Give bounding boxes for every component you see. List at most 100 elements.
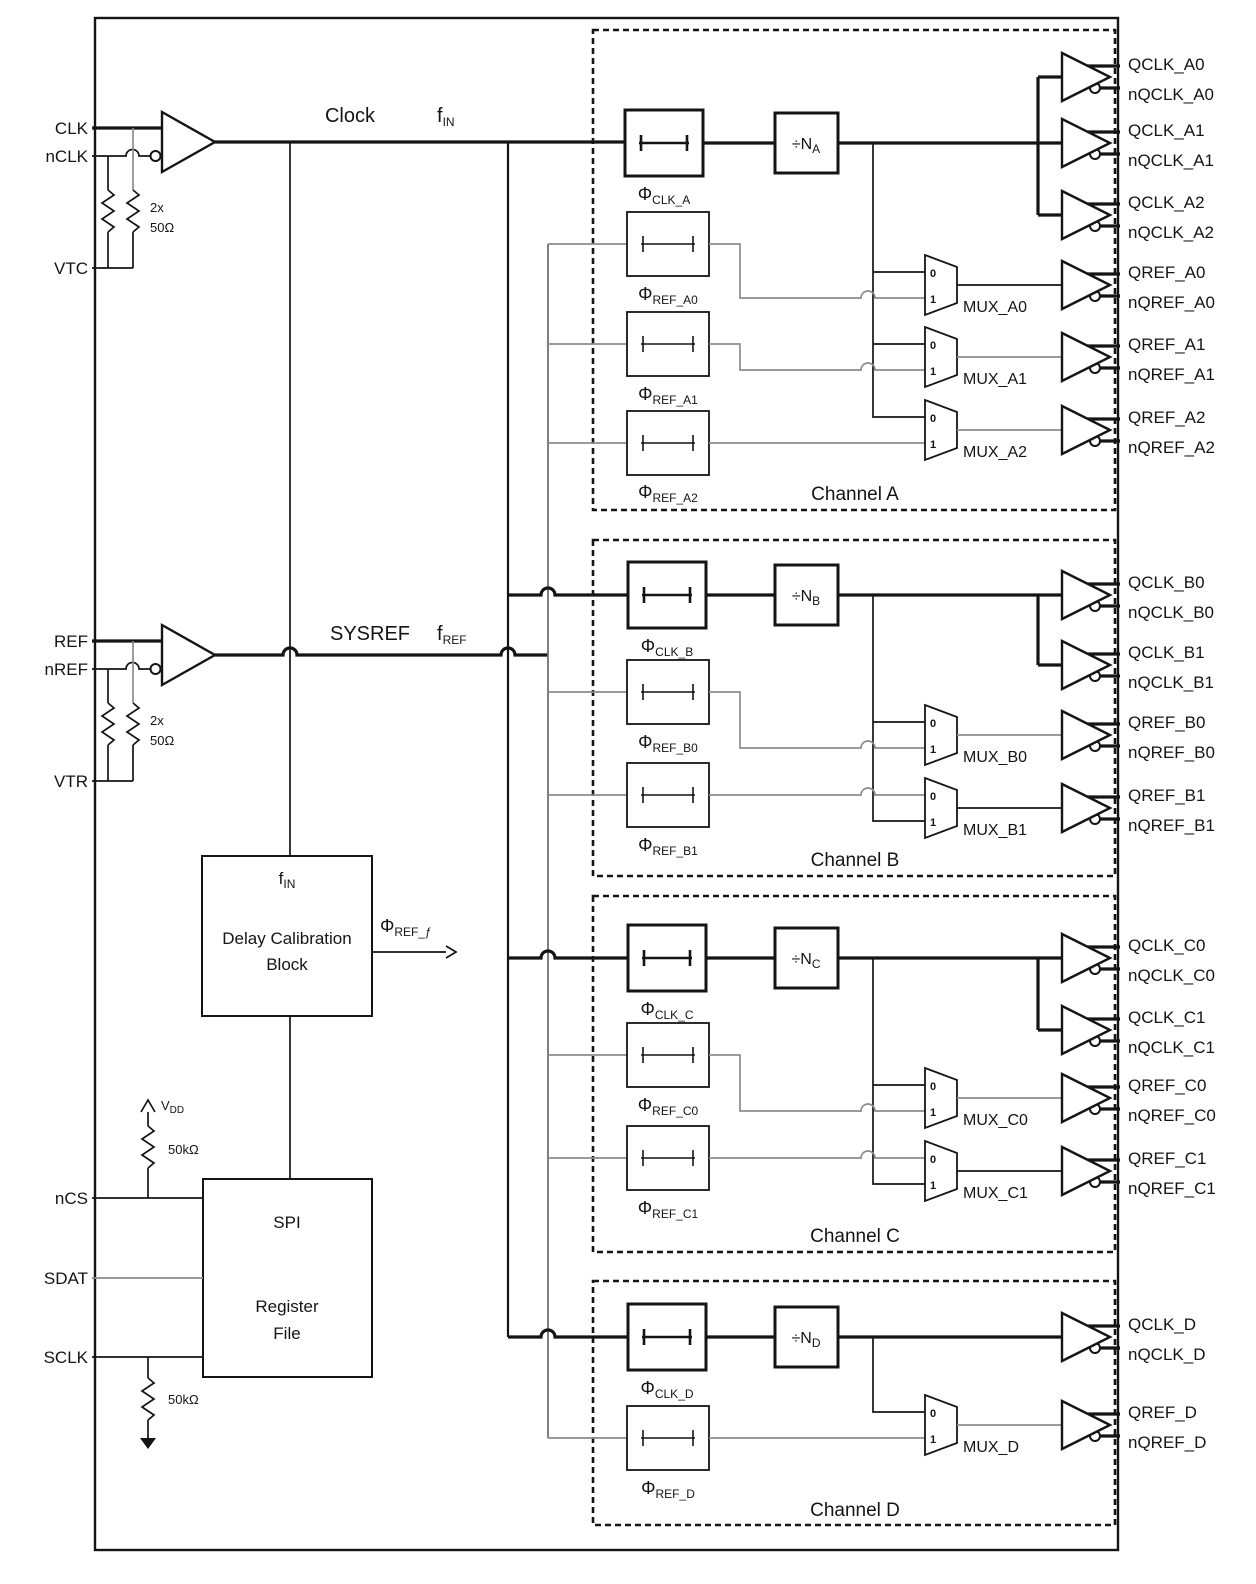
- pin-label-sdat: SDAT: [44, 1269, 88, 1288]
- output-label: nQREF_A2: [1128, 438, 1215, 457]
- output-label: QCLK_B0: [1128, 573, 1205, 592]
- qref-c1-buffer: [1060, 1145, 1120, 1197]
- phi-clk-d-label: ΦCLK_D: [640, 1378, 693, 1401]
- divider-nb-label: ÷NB: [792, 588, 820, 608]
- phi-ref-b1-label: ΦREF_B1: [638, 835, 698, 858]
- divider-nd-label: ÷ND: [791, 1330, 820, 1350]
- pulldown-resistor: [140, 1377, 156, 1421]
- phi-ref-c1-label: ΦREF_C1: [638, 1198, 699, 1221]
- phi-ref-a0-label: ΦREF_A0: [638, 284, 698, 307]
- ground-icon: [140, 1438, 156, 1449]
- qref-a2-buffer: [1060, 404, 1120, 456]
- output-label: nQCLK_A0: [1128, 85, 1214, 104]
- termination-resistor: [100, 189, 116, 233]
- output-label: QCLK_C1: [1128, 1008, 1205, 1027]
- clk-input-section: CLK nCLK VTC 2x 50Ω: [45, 109, 218, 278]
- delay-symbol-icon: [642, 1329, 692, 1345]
- channel-c-title: Channel C: [810, 1226, 900, 1247]
- pin-label-nref: nREF: [45, 660, 88, 679]
- output-label: QREF_A0: [1128, 263, 1205, 282]
- phi-clk-c-label: ΦCLK_C: [640, 999, 693, 1022]
- delay-symbol-icon: [641, 435, 695, 451]
- qclk-a0-buffer: [1060, 51, 1120, 103]
- output-label: QCLK_B1: [1128, 643, 1205, 662]
- pin-label-vtc: VTC: [54, 259, 88, 278]
- clock-distribution: Clock fIN: [215, 105, 625, 1337]
- chip-border: [93, 16, 1120, 1552]
- qclk-c1-buffer: [1060, 1004, 1120, 1056]
- phi-ref-a2-label: ΦREF_A2: [638, 482, 698, 505]
- delay-cal-output-label: ΦREF_ƒ: [380, 916, 432, 939]
- mux-b1: 0 1 MUX_B1: [924, 776, 1027, 840]
- mux-input-1-label: 1: [930, 366, 936, 378]
- channel-c: ΦCLK_C ÷NC ΦREF_C0 ΦREF_C1 0 1 MUX_C0 0 …: [508, 894, 1216, 1254]
- output-label: nQREF_A0: [1128, 293, 1215, 312]
- channel-d: ΦCLK_D ÷ND ΦREF_D 0 1 MUX_D QCLK_D nQCLK…: [508, 1279, 1206, 1527]
- fref-label: fREF: [437, 623, 467, 647]
- qclk-b1-buffer: [1060, 639, 1120, 691]
- termination-resistor: [125, 702, 141, 746]
- mux-input-1-label: 1: [930, 1180, 936, 1192]
- channel-a-title: Channel A: [811, 484, 899, 505]
- delay-symbol-icon: [641, 787, 695, 803]
- output-label: nQCLK_B1: [1128, 673, 1214, 692]
- delay-cal-title-line1: Delay Calibration: [222, 929, 351, 948]
- delay-symbol-icon: [641, 236, 695, 252]
- qref-a1-buffer: [1060, 331, 1120, 383]
- qref-d-buffer: [1060, 1399, 1120, 1451]
- termination-count-label: 2x: [150, 713, 164, 728]
- mux-input-1-label: 1: [930, 1434, 936, 1446]
- divider-na-block: [773, 111, 840, 175]
- channel-b: ΦCLK_B ÷NB ΦREF_B0 ΦREF_B1 0 1 MUX_B0 0 …: [508, 538, 1215, 878]
- output-label: QCLK_D: [1128, 1315, 1196, 1334]
- fin-label: fIN: [437, 105, 455, 129]
- spi-line2: File: [273, 1324, 300, 1343]
- output-label: nQCLK_A1: [1128, 151, 1214, 170]
- output-label: nQREF_A1: [1128, 365, 1215, 384]
- mux-input-1-label: 1: [930, 817, 936, 829]
- mux-a2: 0 1 MUX_A2: [924, 398, 1027, 462]
- output-label: QCLK_C0: [1128, 936, 1205, 955]
- pin-label-ref: REF: [54, 632, 88, 651]
- mux-input-0-label: 0: [930, 340, 936, 352]
- termination-value-label: 50Ω: [150, 220, 174, 235]
- output-label: QREF_D: [1128, 1403, 1197, 1422]
- qclk-c0-buffer: [1060, 932, 1120, 984]
- clock-title: Clock: [325, 105, 376, 127]
- pulldown-value-label: 50kΩ: [168, 1392, 199, 1407]
- qref-c0-buffer: [1060, 1072, 1120, 1124]
- spi-title: SPI: [273, 1213, 300, 1232]
- channel-b-title: Channel B: [811, 850, 900, 871]
- delay-cal-fin-label: fIN: [279, 869, 296, 891]
- mux-c1: 0 1 MUX_C1: [924, 1139, 1028, 1203]
- divider-nc-label: ÷NC: [791, 951, 820, 971]
- divider-na-label: ÷NA: [792, 136, 820, 156]
- mux-c0: 0 1 MUX_C0: [924, 1066, 1028, 1130]
- mux-input-0-label: 0: [930, 1081, 936, 1093]
- termination-resistor: [100, 702, 116, 746]
- delay-cal-title-line2: Block: [266, 955, 308, 974]
- channel-a: ΦCLK_A ÷NA ΦREF_A0 ΦREF_A1 ΦREF_A2 0 1 M…: [548, 28, 1215, 512]
- delay-symbol-icon: [641, 1047, 695, 1063]
- delay-symbol-icon: [642, 587, 692, 603]
- qref-b1-buffer: [1060, 782, 1120, 834]
- delay-symbol-icon: [641, 1150, 695, 1166]
- termination-count-label: 2x: [150, 200, 164, 215]
- mux-input-0-label: 0: [930, 1154, 936, 1166]
- mux-input-0-label: 0: [930, 718, 936, 730]
- channel-b-box: [591, 538, 1117, 878]
- delay-calibration-block: fIN Delay Calibration Block ΦREF_ƒ: [201, 855, 458, 1179]
- output-label: QREF_A1: [1128, 335, 1205, 354]
- qclk-b0-buffer: [1060, 569, 1120, 621]
- ref-input-buffer: [160, 622, 218, 688]
- pin-label-vtr: VTR: [54, 772, 88, 791]
- output-label: QCLK_A1: [1128, 121, 1205, 140]
- qclk-a1-buffer: [1060, 117, 1120, 169]
- output-label: nQCLK_C1: [1128, 1038, 1215, 1057]
- output-label: QCLK_A0: [1128, 55, 1205, 74]
- output-label: nQREF_C0: [1128, 1106, 1216, 1125]
- mux-b0-label: MUX_B0: [963, 749, 1027, 766]
- pin-label-sclk: SCLK: [44, 1348, 89, 1367]
